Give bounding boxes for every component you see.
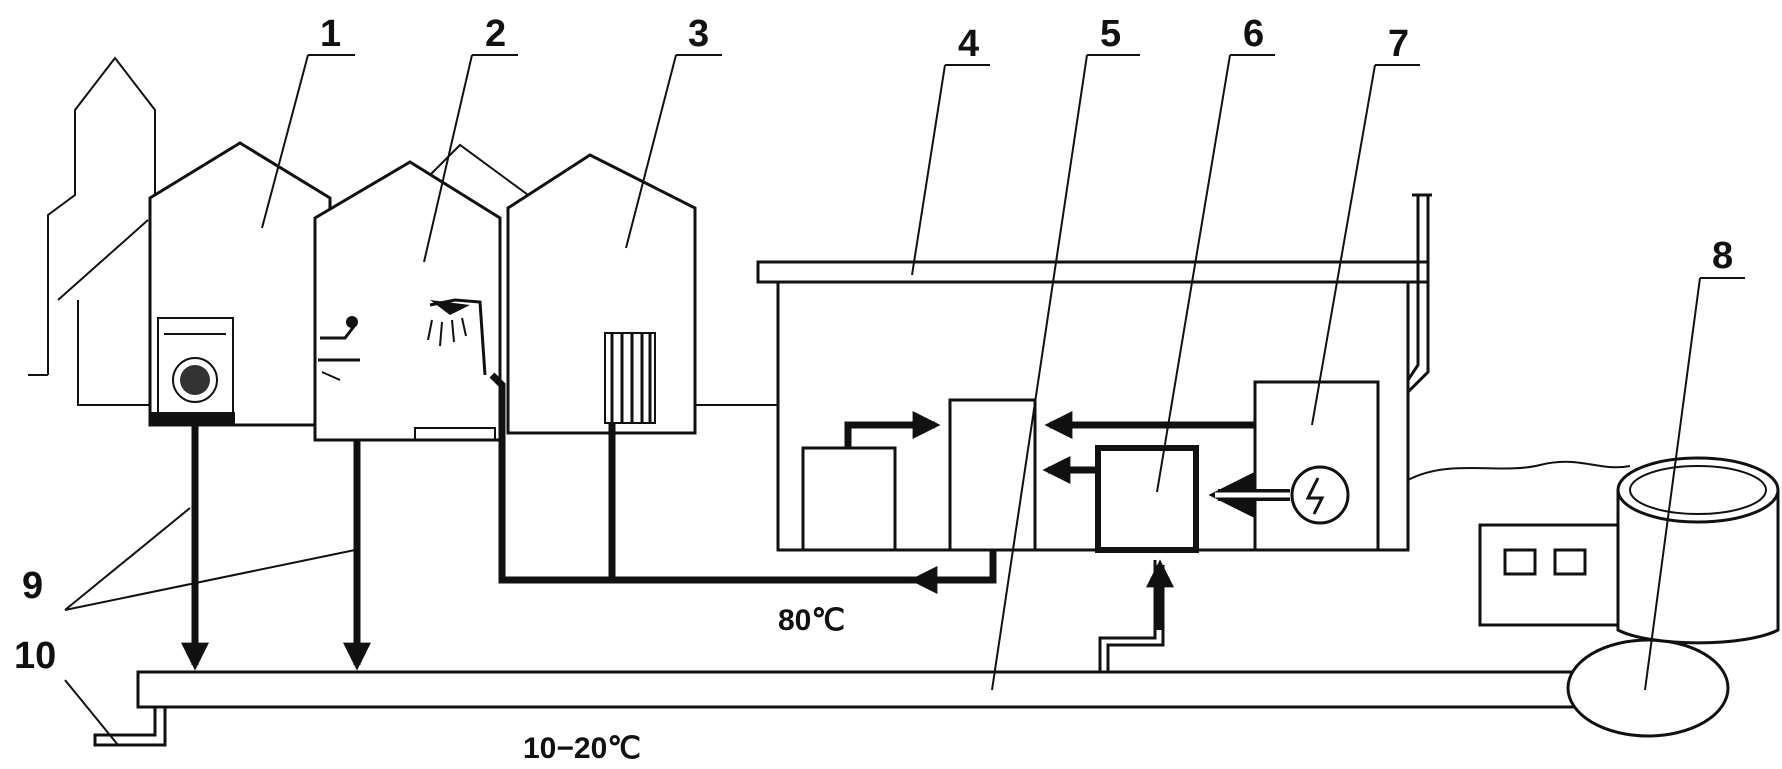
callout-6: 6 [1243, 13, 1264, 55]
leader-lines [64, 54, 1745, 746]
control-box [1478, 523, 1620, 627]
callout-4: 4 [958, 23, 979, 65]
callout-1: 1 [320, 13, 341, 55]
callout-7: 7 [1388, 23, 1409, 65]
callout-10: 10 [14, 635, 56, 677]
house-1-laundry [148, 141, 332, 427]
hot-supply-pipe [489, 372, 997, 594]
reservoir-8 [1407, 456, 1780, 738]
drain-pipes-9 [181, 425, 371, 671]
callout-9: 9 [22, 565, 43, 607]
bathtub [414, 427, 496, 441]
electric-icon [1290, 465, 1350, 525]
storage-tank [801, 446, 897, 552]
hot-supply-temperature: 80℃ [778, 604, 845, 637]
callout-8: 8 [1712, 235, 1733, 277]
ground-pipe-temperature: 10−20℃ [523, 732, 641, 765]
house-2-bathroom [313, 160, 502, 442]
plant-building-4 [756, 193, 1432, 553]
radiator-icon [604, 332, 656, 424]
ground-pipe-5 [93, 559, 1580, 747]
callout-5: 5 [1100, 13, 1121, 55]
callout-2: 2 [485, 13, 506, 55]
callout-3: 3 [688, 13, 709, 55]
background-house [28, 56, 156, 406]
mixing-tank [948, 398, 1037, 552]
shower-icon [427, 298, 487, 376]
heat-exchanger-6 [1095, 445, 1199, 553]
house-3-radiator-room [506, 153, 697, 435]
faucet-icon [318, 316, 360, 381]
